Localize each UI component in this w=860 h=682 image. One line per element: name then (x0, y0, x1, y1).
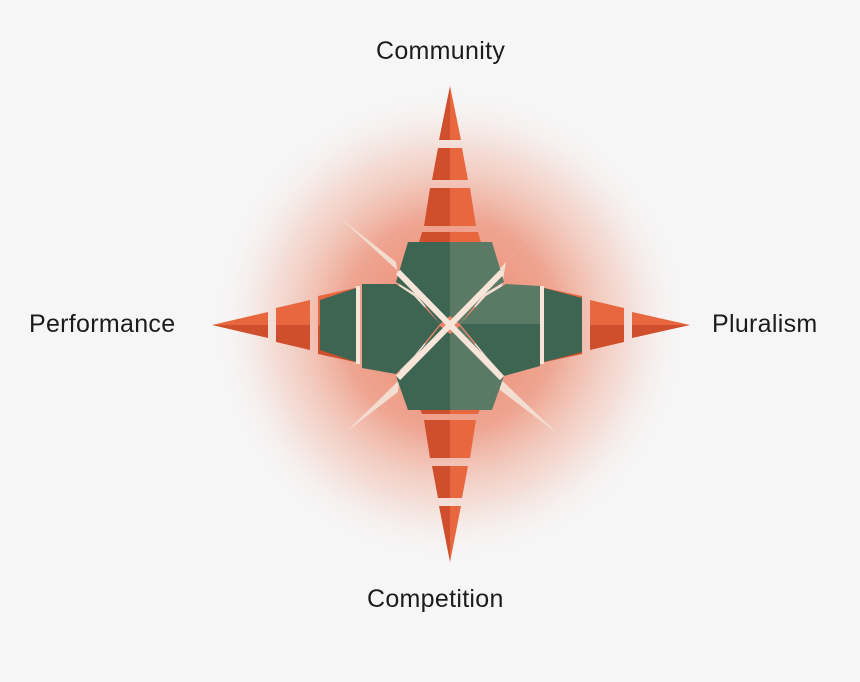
label-performance: Performance (29, 310, 176, 338)
label-community: Community (376, 37, 506, 65)
core-bottom (396, 326, 450, 410)
label-pluralism: Pluralism (712, 310, 818, 338)
green-core (320, 242, 582, 410)
core-right (460, 284, 540, 324)
core-top (396, 242, 450, 324)
core-left (362, 284, 440, 324)
label-competition: Competition (367, 585, 504, 613)
